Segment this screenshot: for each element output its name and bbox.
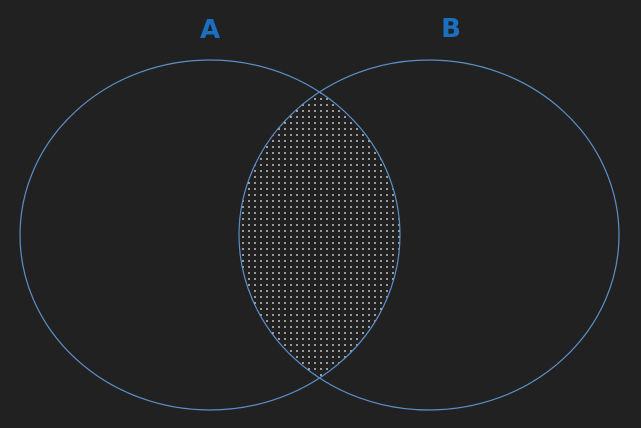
set-b-label: B <box>441 14 461 44</box>
set-a-circle <box>19 59 401 411</box>
intersection-region <box>239 60 400 410</box>
set-a-label: A <box>200 15 220 45</box>
set-b-circle <box>238 59 620 411</box>
